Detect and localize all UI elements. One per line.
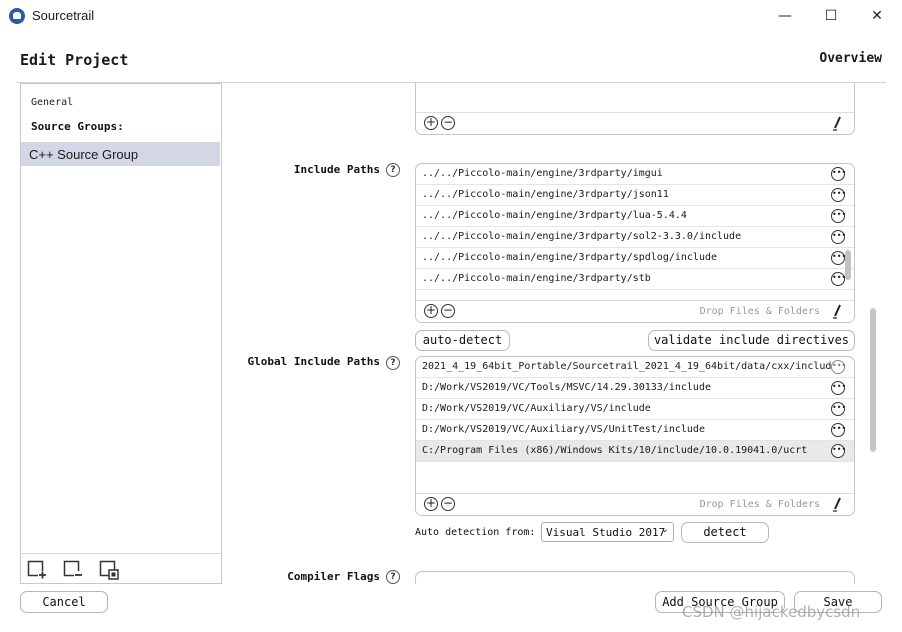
path-list-row[interactable]: ../../Piccolo-main/engine/3rdparty/json1… bbox=[416, 185, 854, 206]
path-list-row[interactable]: 2021_4_19_64bit_Portable/Sourcetrail_202… bbox=[416, 357, 854, 378]
global-include-paths-rows: 2021_4_19_64bit_Portable/Sourcetrail_202… bbox=[416, 357, 854, 462]
compiler-flags-label: Compiler Flags bbox=[287, 570, 380, 583]
save-button[interactable]: Save bbox=[794, 591, 882, 613]
path-list-row[interactable]: ../../Piccolo-main/engine/3rdparty/imgui… bbox=[416, 164, 854, 185]
include-paths-scrollbar[interactable] bbox=[845, 250, 851, 280]
pencil-icon[interactable] bbox=[832, 497, 842, 512]
list-footer: + − Drop Files & Folders bbox=[416, 300, 854, 322]
page-title: Edit Project bbox=[20, 51, 129, 69]
include-paths-label: Include Paths bbox=[293, 163, 380, 176]
path-text: ../../Piccolo-main/engine/3rdparty/json1… bbox=[422, 189, 669, 200]
path-text: D:/Work/VS2019/VC/Tools/MSVC/14.29.30133… bbox=[422, 382, 711, 393]
sidebar-footer-divider bbox=[21, 553, 221, 554]
row-menu-icon[interactable]: ••• bbox=[831, 402, 846, 416]
path-text: ../../Piccolo-main/engine/3rdparty/spdlo… bbox=[422, 252, 718, 263]
path-text: D:/Work/VS2019/VC/Auxiliary/VS/include bbox=[422, 403, 651, 414]
title-bar: Sourcetrail — ☐ ✕ bbox=[0, 0, 902, 32]
row-menu-icon[interactable]: ••• bbox=[831, 272, 846, 286]
source-group-sidebar: General Source Groups: C++ Source Group bbox=[20, 83, 222, 584]
add-source-group-button[interactable]: Add Source Group bbox=[655, 591, 785, 613]
cancel-button[interactable]: Cancel bbox=[20, 591, 108, 613]
global-include-paths-list: 2021_4_19_64bit_Portable/Sourcetrail_202… bbox=[415, 356, 855, 516]
row-menu-icon[interactable]: ••• bbox=[831, 230, 846, 244]
path-text: ../../Piccolo-main/engine/3rdparty/lua-5… bbox=[422, 210, 687, 221]
add-source-group-icon[interactable] bbox=[27, 560, 47, 580]
previous-paths-list: + − bbox=[415, 83, 855, 135]
validate-include-directives-button[interactable]: validate include directives bbox=[648, 330, 855, 351]
row-menu-icon[interactable]: ••• bbox=[831, 360, 846, 374]
path-list-row[interactable]: ../../Piccolo-main/engine/3rdparty/spdlo… bbox=[416, 248, 854, 269]
content-scrollbar-track[interactable] bbox=[866, 83, 886, 584]
auto-detection-label: Auto detection from: bbox=[415, 527, 536, 538]
include-paths-list: ../../Piccolo-main/engine/3rdparty/imgui… bbox=[415, 163, 855, 323]
drop-files-hint: Drop Files & Folders bbox=[699, 306, 820, 317]
watermark: CSDN @hijackedbycsdn bbox=[682, 603, 861, 621]
sourcetrail-logo-icon bbox=[9, 8, 25, 24]
remove-path-button[interactable]: − bbox=[441, 115, 455, 130]
path-text: ../../Piccolo-main/engine/3rdparty/sol2-… bbox=[422, 231, 742, 242]
include-paths-rows: ../../Piccolo-main/engine/3rdparty/imgui… bbox=[416, 164, 854, 290]
row-menu-icon[interactable]: ••• bbox=[831, 167, 846, 181]
auto-detect-button[interactable]: auto-detect bbox=[415, 330, 510, 351]
compiler-flags-help-icon[interactable]: ? bbox=[386, 570, 400, 584]
source-group-settings-panel: + − Include Paths ? ../../Piccolo-main/e… bbox=[222, 83, 866, 584]
compiler-flags-list bbox=[415, 571, 855, 584]
add-path-button[interactable]: + bbox=[424, 115, 438, 130]
close-window-button[interactable]: ✕ bbox=[871, 8, 883, 24]
maximize-button[interactable]: ☐ bbox=[824, 8, 838, 24]
add-path-button[interactable]: + bbox=[424, 496, 438, 511]
auto-detection-select[interactable]: Visual Studio 2017 ⌄ bbox=[541, 522, 674, 542]
path-list-row[interactable]: ../../Piccolo-main/engine/3rdparty/sol2-… bbox=[416, 227, 854, 248]
row-menu-icon[interactable]: ••• bbox=[831, 423, 846, 437]
row-menu-icon[interactable]: ••• bbox=[831, 188, 846, 202]
sidebar-item-general[interactable]: General bbox=[31, 97, 74, 108]
row-menu-icon[interactable]: ••• bbox=[831, 444, 846, 458]
path-list-row[interactable]: D:/Work/VS2019/VC/Auxiliary/VS/UnitTest/… bbox=[416, 420, 854, 441]
content-scrollbar-thumb[interactable] bbox=[870, 308, 876, 452]
path-text: D:/Work/VS2019/VC/Auxiliary/VS/UnitTest/… bbox=[422, 424, 705, 435]
path-text: 2021_4_19_64bit_Portable/Sourcetrail_202… bbox=[422, 361, 838, 372]
global-include-paths-label: Global Include Paths bbox=[247, 355, 380, 368]
path-text: C:/Program Files (x86)/Windows Kits/10/i… bbox=[422, 445, 808, 456]
path-list-row[interactable]: D:/Work/VS2019/VC/Auxiliary/VS/include ••… bbox=[416, 399, 854, 420]
source-groups-heading: Source Groups: bbox=[31, 120, 124, 133]
path-text: ../../Piccolo-main/engine/3rdparty/stb bbox=[422, 273, 651, 284]
duplicate-source-group-icon[interactable] bbox=[99, 560, 119, 580]
add-path-button[interactable]: + bbox=[424, 303, 438, 318]
overview-link[interactable]: Overview bbox=[819, 51, 882, 66]
remove-source-group-icon[interactable] bbox=[63, 560, 83, 580]
auto-detection-value: Visual Studio 2017 bbox=[546, 526, 666, 539]
sidebar-item-cpp-source-group[interactable]: C++ Source Group bbox=[21, 142, 220, 166]
list-footer: + − Drop Files & Folders bbox=[416, 493, 854, 515]
pencil-icon[interactable] bbox=[832, 116, 842, 131]
row-menu-icon[interactable]: ••• bbox=[831, 251, 846, 265]
window-title: Sourcetrail bbox=[32, 8, 95, 23]
header-divider bbox=[16, 82, 886, 83]
list-footer: + − bbox=[416, 112, 854, 134]
include-paths-help-icon[interactable]: ? bbox=[386, 163, 400, 177]
drop-files-hint: Drop Files & Folders bbox=[699, 499, 820, 510]
pencil-icon[interactable] bbox=[832, 304, 842, 319]
global-include-paths-help-icon[interactable]: ? bbox=[386, 356, 400, 370]
path-text: ../../Piccolo-main/engine/3rdparty/imgui bbox=[422, 168, 663, 179]
row-menu-icon[interactable]: ••• bbox=[831, 381, 846, 395]
path-list-row[interactable]: ../../Piccolo-main/engine/3rdparty/lua-5… bbox=[416, 206, 854, 227]
sidebar-item-label: C++ Source Group bbox=[29, 147, 139, 162]
path-list-row[interactable]: D:/Work/VS2019/VC/Tools/MSVC/14.29.30133… bbox=[416, 378, 854, 399]
detect-button[interactable]: detect bbox=[681, 522, 769, 543]
remove-path-button[interactable]: − bbox=[441, 303, 455, 318]
minimize-button[interactable]: — bbox=[778, 8, 792, 24]
path-list-row[interactable]: ../../Piccolo-main/engine/3rdparty/stb ••… bbox=[416, 269, 854, 290]
row-menu-icon[interactable]: ••• bbox=[831, 209, 846, 223]
path-list-row[interactable]: C:/Program Files (x86)/Windows Kits/10/i… bbox=[416, 441, 854, 462]
chevron-down-icon: ⌄ bbox=[660, 524, 669, 535]
remove-path-button[interactable]: − bbox=[441, 496, 455, 511]
